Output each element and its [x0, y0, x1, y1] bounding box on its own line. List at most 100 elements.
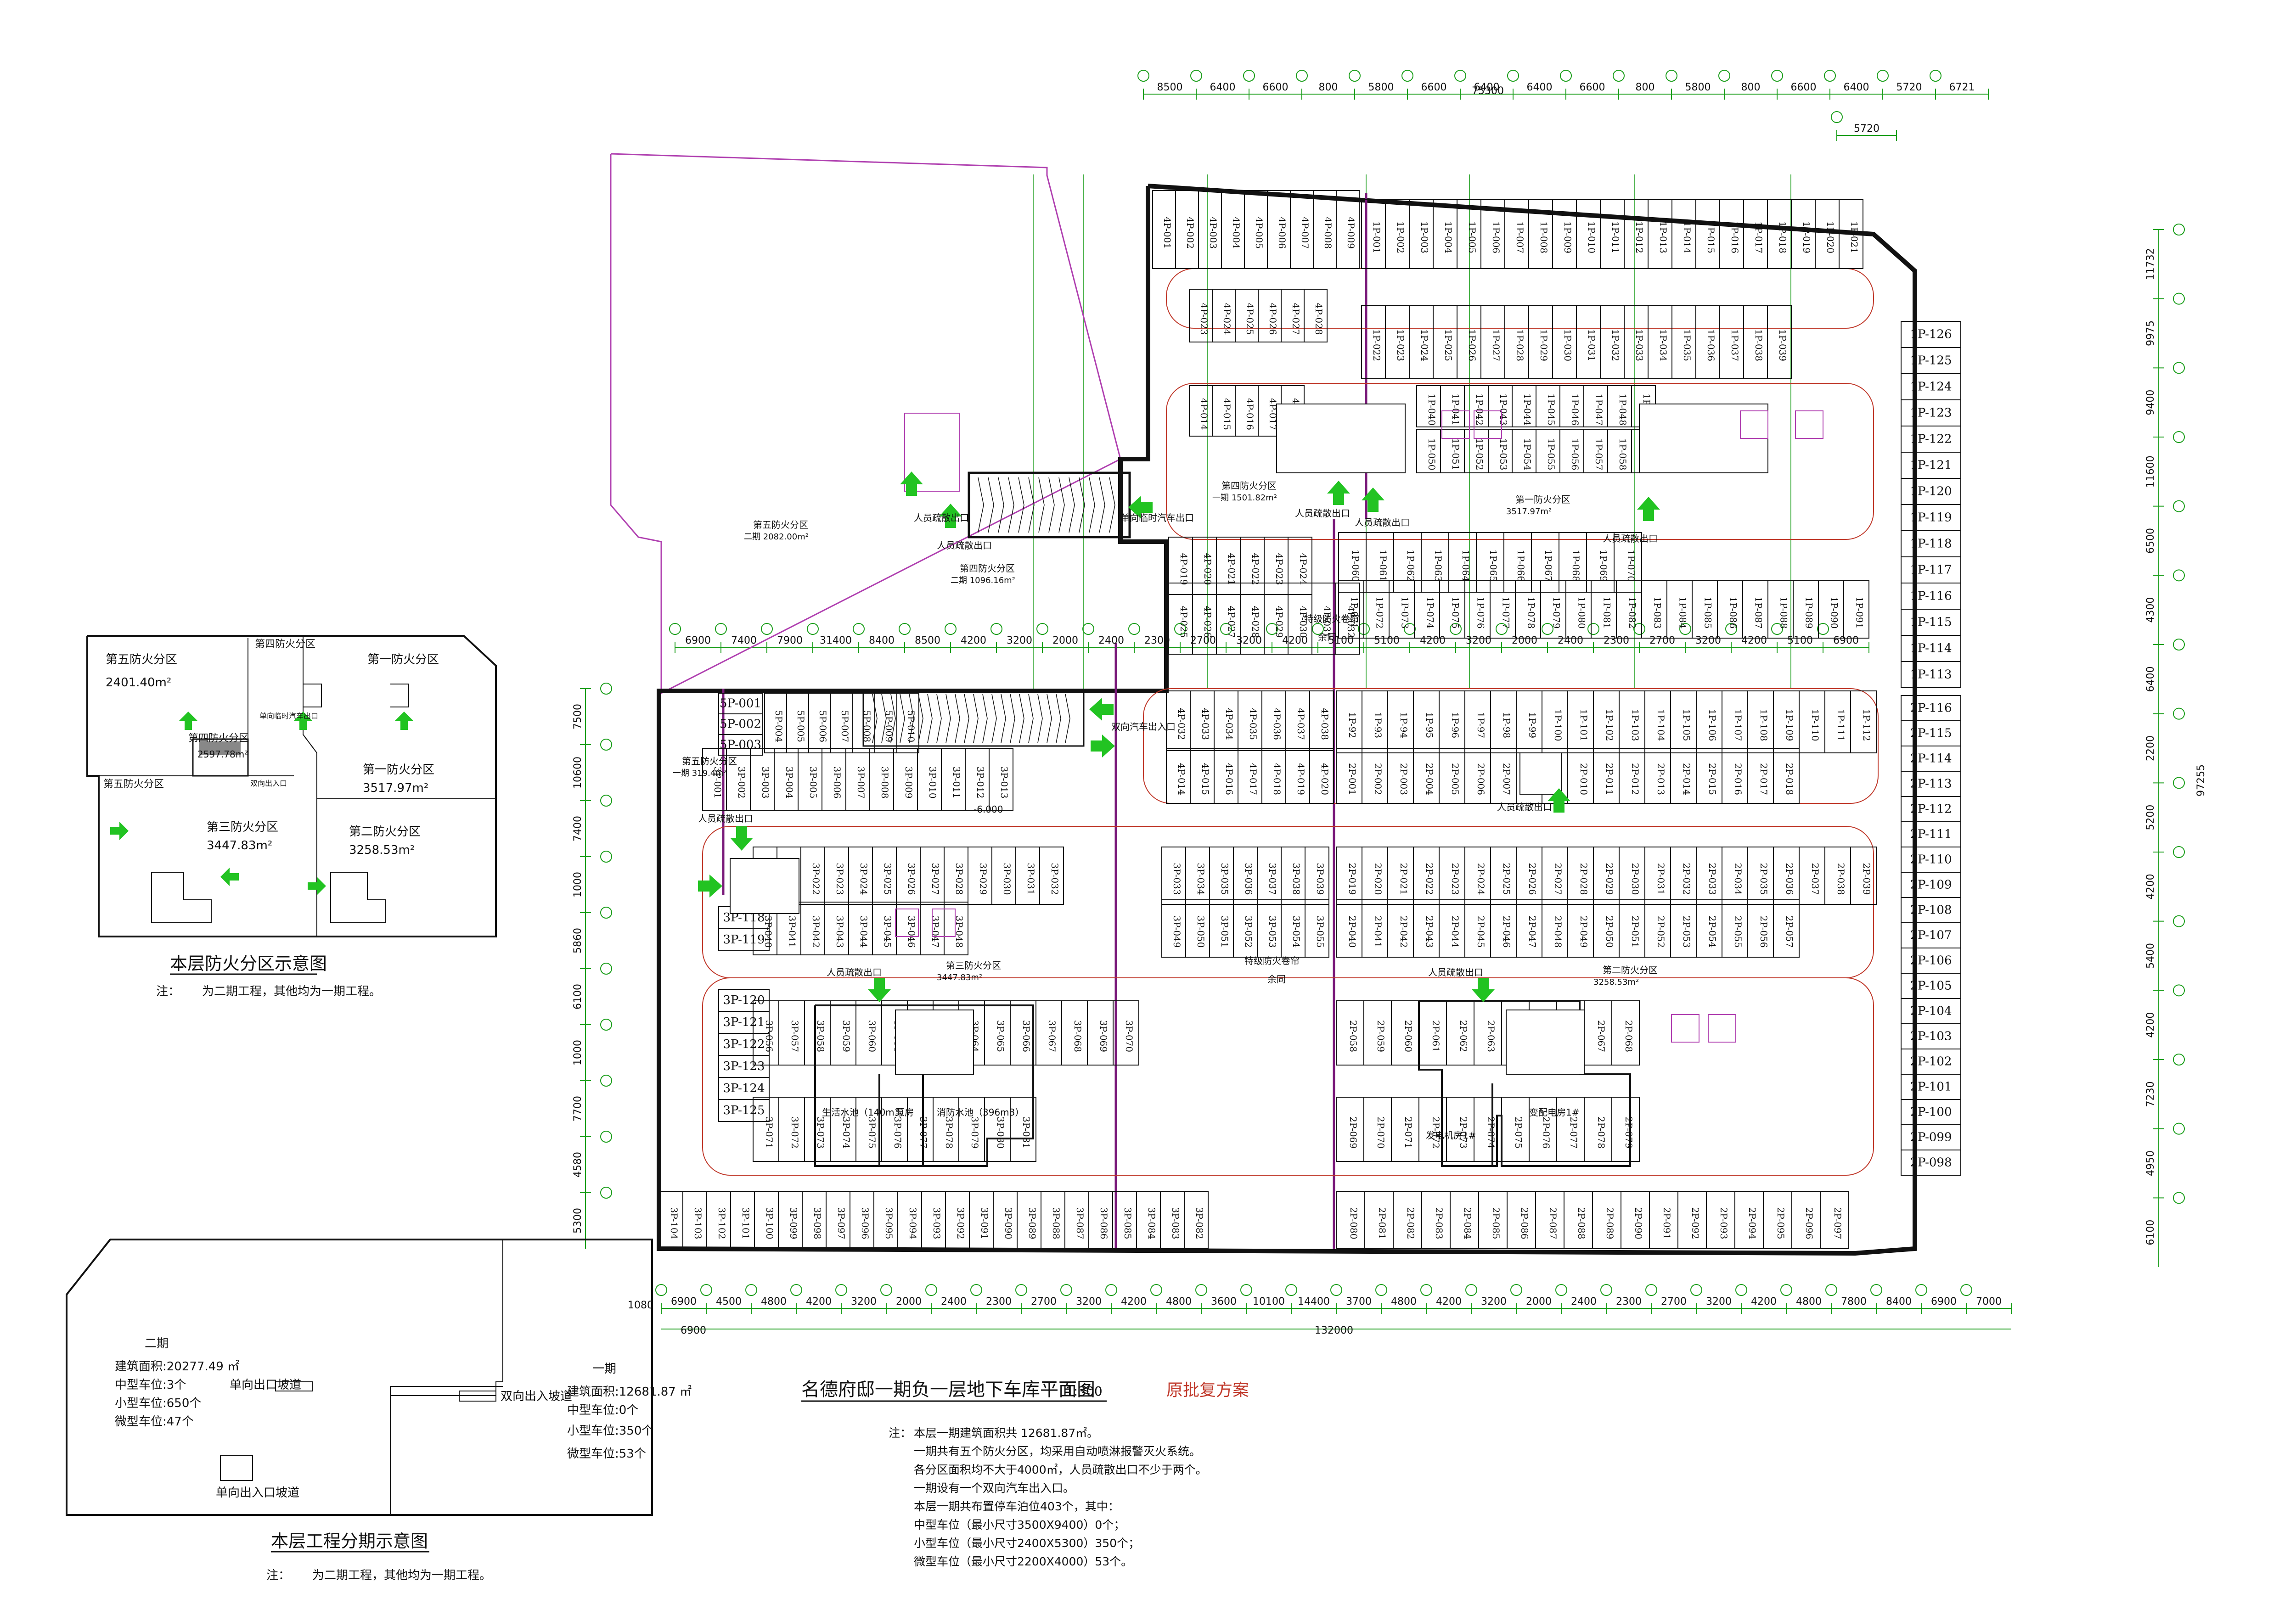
- parking-stall: 1P-066: [1503, 532, 1532, 593]
- parking-stall: 1P-027: [1480, 305, 1505, 379]
- dim-text: 6900: [1833, 635, 1859, 646]
- stall-label: 1P-016: [1729, 221, 1740, 253]
- parking-stall: 2P-084: [1450, 1191, 1479, 1249]
- ramp-oneway-in: 单向出入口坡道: [216, 1486, 299, 1500]
- parking-stall: 2P-003: [1387, 748, 1414, 804]
- fd-zone5b: 第五防火分区: [103, 779, 164, 790]
- stall-label: 2P-032: [1681, 863, 1692, 895]
- stall-label: 4P-036: [1272, 708, 1283, 740]
- parking-stall: 1P-062: [1393, 532, 1422, 593]
- parking-stall: 1P-085: [1692, 580, 1718, 639]
- stall-label: 1P-126: [1910, 328, 1952, 342]
- dim-text: 3200: [1466, 635, 1491, 646]
- stall-label: 1P-085: [1703, 596, 1714, 628]
- parking-stall: 3P-025: [872, 847, 897, 905]
- stall-label: 3P-011: [951, 766, 962, 798]
- stall-label: 1P-008: [1538, 221, 1549, 253]
- parking-stall: 1P-115: [1901, 609, 1961, 636]
- stall-label: 2P-057: [1784, 915, 1795, 948]
- parking-stall: 3P-080: [984, 1097, 1011, 1162]
- parking-stall: 1P-116: [1901, 583, 1961, 610]
- stall-label: 1P-090: [1829, 596, 1840, 628]
- stall-label: 4P-032: [1345, 606, 1356, 638]
- stall-label: 2P-033: [1707, 863, 1718, 895]
- stall-label: 2P-085: [1491, 1207, 1502, 1239]
- parking-stall: 3P-051: [1209, 899, 1234, 958]
- stall-label: 1P-002: [1395, 221, 1406, 253]
- stall-label: 2P-076: [1541, 1116, 1552, 1149]
- parking-stall: 1P-074: [1414, 580, 1440, 639]
- dim-text: 5100: [1787, 635, 1813, 646]
- dim-text: 3200: [1236, 635, 1262, 646]
- stall-label: 1P-078: [1526, 596, 1537, 628]
- parking-stall: 4P-036: [1261, 690, 1286, 751]
- stall-label: 2P-019: [1347, 863, 1358, 895]
- parking-stall: 1P-086: [1717, 580, 1743, 639]
- parking-stall: 2P-036: [1773, 847, 1800, 905]
- parking-stall: 2P-021: [1387, 847, 1414, 905]
- parking-stall: 2P-020: [1362, 847, 1388, 905]
- parking-stall: 1P-118: [1901, 530, 1961, 557]
- note-line: 微型车位（最小尺寸2200X4000）53个。: [914, 1555, 1132, 1568]
- stall-label: 3P-030: [1002, 863, 1013, 895]
- stall-label: 2P-048: [1553, 915, 1564, 948]
- stall-label: 2P-080: [1348, 1207, 1359, 1239]
- parking-stall: 4P-027: [1216, 583, 1241, 655]
- exit-label: 人员疏散出口: [1355, 517, 1410, 528]
- dim-text: 5300: [572, 1208, 584, 1234]
- parking-stall: 2P-098: [1901, 1150, 1961, 1176]
- parking-stall: 2P-112: [1901, 796, 1961, 822]
- fd-ramp2: 双向出入口: [250, 779, 287, 788]
- parking-stall: 2P-109: [1901, 872, 1961, 898]
- stall-label: 2P-030: [1630, 863, 1641, 895]
- zone-name: 第三防火分区: [946, 960, 1001, 971]
- stall-label: 1P-92: [1347, 712, 1358, 738]
- parking-stall: 3P-089: [1017, 1191, 1041, 1249]
- parking-stall: 2P-113: [1901, 771, 1961, 797]
- dim-text: 6400: [2145, 666, 2156, 692]
- fd-note-label: 注：: [156, 985, 180, 998]
- stall-label: 2P-078: [1596, 1116, 1607, 1149]
- parking-stall: 1P-076: [1464, 580, 1491, 639]
- stall-label: 1P-110: [1810, 709, 1821, 741]
- stall-label: 4P-029: [1274, 606, 1285, 638]
- parking-stall: 3P-060: [855, 1000, 882, 1066]
- stall-label: 3P-070: [1124, 1020, 1135, 1052]
- parking-stall: 1P-088: [1767, 580, 1794, 639]
- stall-label: 2P-013: [1655, 763, 1666, 795]
- parking-stall: 4P-003: [1198, 190, 1222, 269]
- fd-zone1-area: 3517.97m²: [363, 781, 428, 795]
- stall-label: 4P-014: [1199, 398, 1210, 430]
- note-line: 本层一期建筑面积共 12681.87㎡。: [914, 1426, 1098, 1440]
- stall-label: 2P-018: [1784, 763, 1795, 795]
- zone-area: 3258.53m²: [1593, 977, 1639, 987]
- stall-label: 3P-095: [884, 1207, 895, 1239]
- stall-label: 2P-114: [1910, 752, 1952, 766]
- stall-label: 2P-047: [1527, 915, 1538, 948]
- exit-arrow: [698, 875, 722, 897]
- dim-text: 800: [1741, 82, 1761, 93]
- parking-stall: 1P-024: [1409, 305, 1434, 379]
- parking-stall: 3P-121: [718, 1011, 770, 1034]
- parking-stall: 3P-058: [804, 1000, 831, 1066]
- parking-stall: 2P-052: [1644, 899, 1671, 958]
- parking-stall: 3P-039: [1305, 847, 1329, 905]
- stall-label: 1P-114: [1910, 642, 1952, 656]
- stall-label: 1P-111: [1835, 709, 1846, 741]
- stall-label: 3P-065: [995, 1020, 1006, 1052]
- parking-stall: 1P-112: [1850, 690, 1877, 753]
- dim-text: 6600: [1421, 82, 1447, 93]
- parking-stall: 2P-062: [1446, 1000, 1474, 1066]
- stall-label: 3P-087: [1075, 1207, 1086, 1239]
- stall-label: 2P-055: [1733, 915, 1744, 948]
- stall-label: 3P-069: [1098, 1020, 1109, 1052]
- parking-stall: 3P-069: [1087, 1000, 1114, 1066]
- stall-label: 1P-001: [1371, 221, 1382, 253]
- stall-label: 4P-026: [1267, 303, 1278, 335]
- parking-stall: 3P-059: [830, 1000, 856, 1066]
- parking-stall: 1P-068: [1559, 532, 1587, 593]
- phase2-mid: 中型车位:3个: [115, 1378, 186, 1392]
- parking-stall: 4P-015: [1190, 748, 1215, 804]
- stall-label: 3P-009: [903, 766, 914, 798]
- parking-stall: 2P-015: [1696, 748, 1722, 804]
